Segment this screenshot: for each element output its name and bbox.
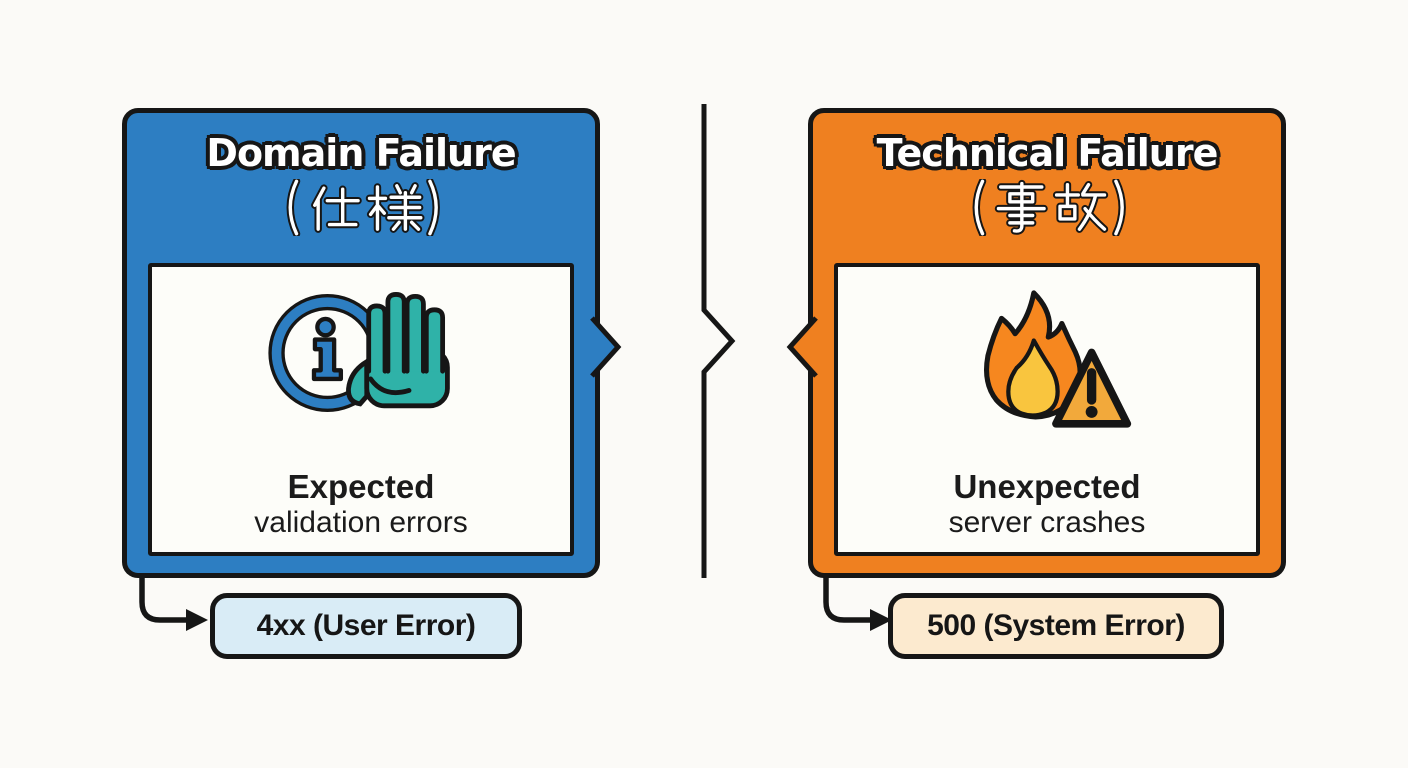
fire-warning-icon bbox=[983, 290, 1132, 428]
card-pointer-left-icon bbox=[786, 316, 818, 378]
subtitle-kanji-art bbox=[962, 179, 1133, 236]
card-title: Domain Failure bbox=[206, 131, 516, 175]
description-emphasis: Unexpected bbox=[953, 468, 1141, 506]
badge-label: 500 (System Error) bbox=[927, 609, 1185, 642]
info-stop-hand-icon bbox=[267, 292, 450, 413]
card-description: Unexpected server crashes bbox=[948, 468, 1146, 540]
badge-label: 4xx (User Error) bbox=[256, 609, 476, 642]
description-emphasis: Expected bbox=[287, 468, 435, 506]
description-text: server crashes bbox=[948, 506, 1146, 540]
connector-arrow-left bbox=[139, 573, 208, 631]
card-technical-failure: Technical Failure （事故） Unexpected bbox=[786, 108, 1286, 578]
icon-panel: Unexpected server crashes bbox=[834, 263, 1260, 556]
card-title: Technical Failure bbox=[876, 131, 1219, 175]
description-text: validation errors bbox=[254, 506, 468, 540]
arrowhead-icon bbox=[870, 609, 892, 631]
arrowhead-icon bbox=[186, 609, 208, 631]
icon-panel: Expected validation errors bbox=[148, 263, 574, 556]
card-subtitle: （仕様） bbox=[127, 179, 595, 241]
badge-500: 500 (System Error) bbox=[888, 593, 1224, 659]
subtitle-kanji-art bbox=[276, 179, 447, 236]
card-description: Expected validation errors bbox=[254, 468, 468, 540]
card-domain-failure: Domain Failure （仕様） bbox=[122, 108, 622, 578]
card-pointer-right-icon bbox=[590, 316, 622, 378]
card-subtitle: （事故） bbox=[813, 179, 1281, 241]
badge-4xx: 4xx (User Error) bbox=[210, 593, 522, 659]
connector-arrow-right bbox=[823, 573, 892, 631]
divider-chevron bbox=[701, 104, 736, 578]
